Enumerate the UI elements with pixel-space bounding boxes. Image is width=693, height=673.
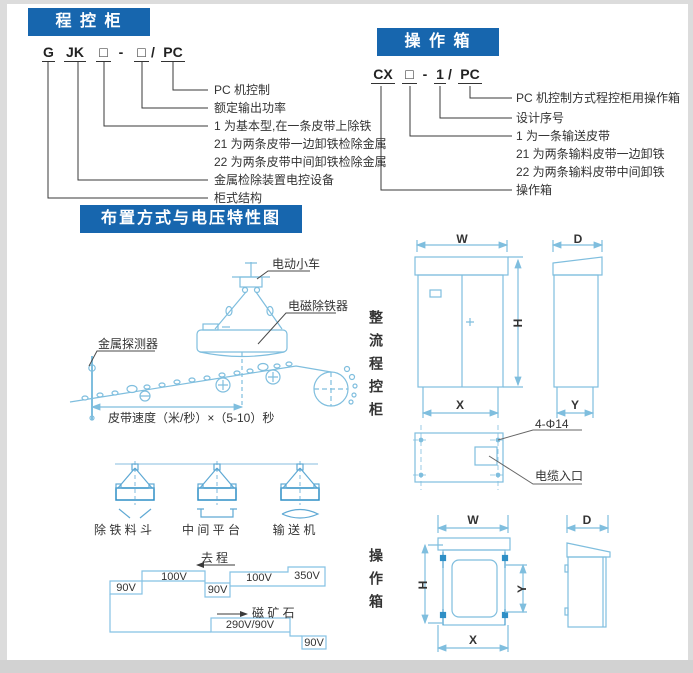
voltage-90v-2: 90V xyxy=(207,584,228,596)
cabinet-code-dash: - xyxy=(118,44,124,60)
cabinet-code-slash: / xyxy=(151,44,155,60)
header-layout-voltage: 布置方式与电压特性图 xyxy=(80,205,302,233)
voltage-100v-2: 100V xyxy=(246,572,272,584)
cabinet-base-drawing xyxy=(413,425,582,490)
page-edge-left xyxy=(0,0,7,673)
conveyor-diagram xyxy=(69,262,358,421)
voltage-100v-1: 100V xyxy=(161,571,187,583)
label-leaders xyxy=(88,270,336,367)
cabinet-dim-w: W xyxy=(456,232,468,246)
cabinet-dim-h: H xyxy=(511,318,525,328)
rectifier-cabinet-vertical-label: 整流程控柜 xyxy=(368,310,384,425)
ore-particles xyxy=(81,361,358,405)
box-code-box: □ xyxy=(402,67,417,84)
hopper-label: 除 铁 料 斗 xyxy=(93,523,152,537)
opbox-vertical-label: 操作箱 xyxy=(368,548,384,617)
voltage-350v: 350V xyxy=(294,570,320,582)
box-code-cx: CX xyxy=(371,67,395,84)
voltage-diagram xyxy=(109,562,327,650)
cabinet-label-type22: 22 为两条皮带中间卸铁检除金属 xyxy=(214,155,387,169)
cabinet-code-box2: □ xyxy=(134,45,149,62)
conveyor-label: 输 送 机 xyxy=(272,523,316,537)
box-code-pc: PC xyxy=(458,67,482,84)
cabinet-code-pc: PC xyxy=(161,45,185,62)
box-label-opbox: 操作箱 xyxy=(516,183,553,197)
box-label-type21: 21 为两条输料皮带一边卸铁 xyxy=(516,147,665,161)
opbox-dim-h: H xyxy=(416,580,430,590)
cabinet-dim-d: D xyxy=(573,232,583,246)
cabinet-code-tree xyxy=(47,61,208,199)
cable-entry-label: 电缆入口 xyxy=(535,469,584,483)
magnet-unit-platform xyxy=(197,461,237,518)
separator-label: 电磁除铁器 xyxy=(288,299,349,313)
box-code-1: 1 xyxy=(434,67,446,84)
opbox-dim-d: D xyxy=(582,513,592,527)
page-edge-bottom xyxy=(0,660,693,673)
magnet-unit-conveyor xyxy=(280,461,320,519)
cabinet-code-box1: □ xyxy=(96,45,111,62)
mount-diagram xyxy=(115,461,320,519)
box-code-tree xyxy=(380,86,512,191)
box-label-type22: 22 为两条输料皮带中间卸铁 xyxy=(516,165,665,179)
cabinet-label-pc: PC 机控制 xyxy=(214,83,271,97)
opbox-dim-y: Y xyxy=(515,585,529,594)
voltage-90v-3: 90V xyxy=(304,637,324,649)
cabinet-label-structure: 柜式结构 xyxy=(214,191,263,205)
outbound-label: 去程 xyxy=(200,551,231,565)
magnet-unit-hopper xyxy=(115,461,155,519)
cabinet-label-power: 额定输出功率 xyxy=(214,101,287,115)
page-edge-right xyxy=(688,0,693,673)
mounting-holes-label: 4-Φ14 xyxy=(535,417,569,431)
page-edge-top xyxy=(0,0,693,4)
opbox-dim-x: X xyxy=(468,633,477,647)
cabinet-front-side-drawing xyxy=(414,240,604,418)
cabinet-label-type21: 21 为两条皮带一边卸铁检除金属 xyxy=(214,137,387,151)
opbox-drawing xyxy=(421,515,611,652)
cabinet-label-device: 金属检除装置电控设备 xyxy=(214,173,335,187)
voltage-290v-90v: 290V/90V xyxy=(225,619,275,631)
trolley-label: 电动小车 xyxy=(272,257,321,271)
cabinet-code-jk: JK xyxy=(64,45,86,62)
detector-label: 金属探测器 xyxy=(98,337,159,351)
box-code-slash: / xyxy=(448,66,452,82)
cabinet-dim-x: X xyxy=(455,398,464,412)
box-code-dash: - xyxy=(422,66,428,82)
ore-label: 磁 矿 石 xyxy=(252,606,295,620)
corner-bolts xyxy=(439,552,509,625)
box-label-pc: PC 机控制方式程控柜用操作箱 xyxy=(516,91,681,105)
box-label-serial: 设计序号 xyxy=(516,111,565,125)
box-label-type1: 1 为一条输送皮带 xyxy=(516,129,611,143)
platform-label: 中 间 平 台 xyxy=(181,523,240,537)
cabinet-label-type1: 1 为基本型,在一条皮带上除铁 xyxy=(214,119,372,133)
cabinet-dim-y: Y xyxy=(570,398,579,412)
belt-speed-label: 皮带速度（米/秒）×（5-10）秒 xyxy=(108,411,275,425)
opbox-dim-w: W xyxy=(467,513,479,527)
header-operation-box: 操 作 箱 xyxy=(377,28,499,56)
voltage-90v-1: 90V xyxy=(116,582,136,594)
header-control-cabinet: 程 控 柜 xyxy=(28,8,150,36)
cabinet-code-g: G xyxy=(42,44,55,62)
